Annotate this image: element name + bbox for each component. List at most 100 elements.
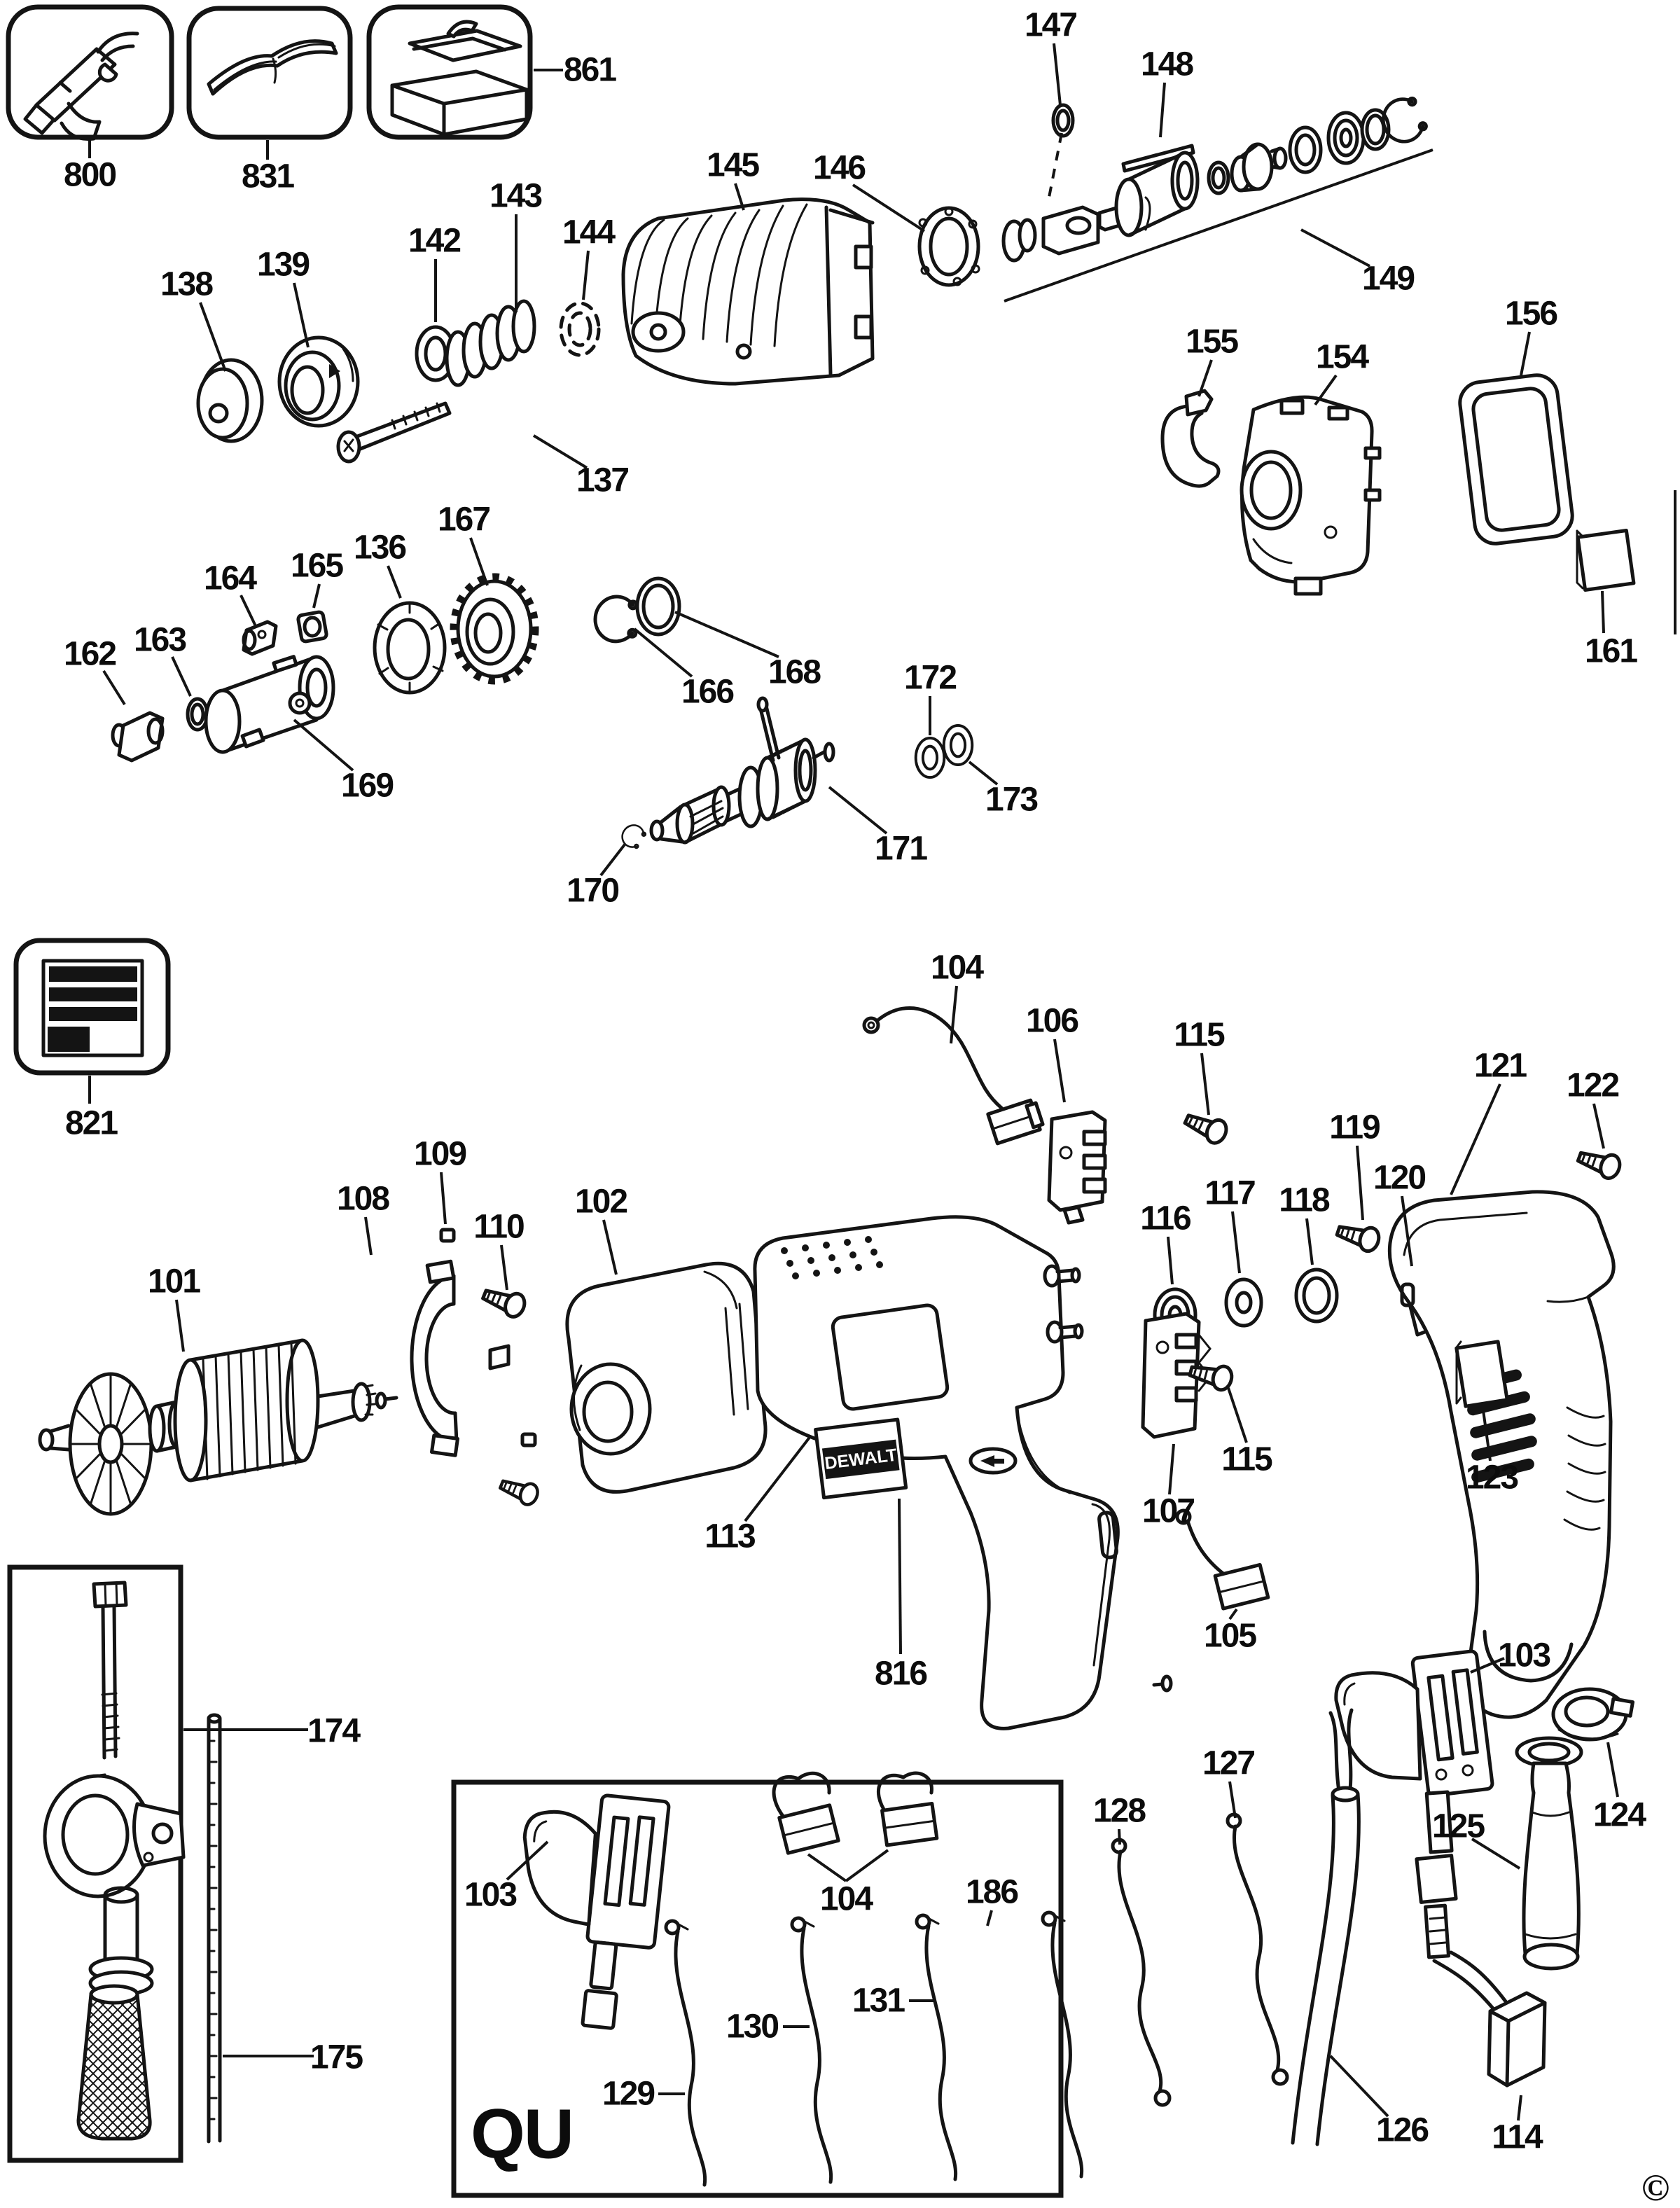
screw-119 [1335,1218,1382,1254]
part-label-121-35: 121 [1473,1047,1527,1085]
leader-line [1517,2095,1522,2121]
leader-line [744,1434,812,1522]
leader-line [239,595,258,628]
part-label-109-37: 109 [413,1135,467,1173]
part-label-114-59: 114 [1492,2118,1543,2156]
part-label-113-47: 113 [704,1518,756,1555]
part-label-154-10: 154 [1315,338,1369,376]
gear-case-145 [621,197,875,386]
side-handle-box [7,1564,183,2163]
leader-line [633,627,693,678]
leader-line [734,183,745,211]
part-label-149-7: 149 [1361,260,1415,298]
roll-pin-148 [1121,144,1195,173]
brush-holder-106 [1047,1110,1107,1225]
part-label-108-38: 108 [336,1180,390,1218]
motor-housing-113 [753,1215,1173,1730]
part-label-139-13: 139 [256,246,310,284]
cord-protector-114 [1432,1950,1547,2088]
leader-line [1482,1410,1492,1461]
fan-baffle-108 [410,1259,511,1457]
leader-line [102,669,126,706]
part-label-119-42: 119 [1329,1109,1380,1146]
part-label-130-66: 130 [726,2008,779,2046]
part-label-167-21: 167 [437,501,491,539]
leader-line [852,183,926,232]
leader-line [845,1849,889,1882]
service-pack-box [451,1779,1064,2198]
part-label-148-4: 148 [1140,46,1194,83]
part-label-116-46: 116 [1140,1200,1191,1237]
part-label-800-0: 800 [63,156,117,194]
part-label-117-44: 117 [1205,1174,1256,1212]
part-label-173-28: 173 [985,781,1039,819]
washer-173 [942,723,974,767]
leader-line [171,656,192,697]
part-label-136-20: 136 [353,529,407,567]
power-cord-126 [1291,1708,1361,2146]
leader-line [1470,1657,1505,1674]
circlip-166 [592,593,641,645]
nut-109b [520,1432,537,1447]
ratchet-plate-136 [373,601,447,695]
leader-line [828,786,888,835]
kit-box-manual [186,6,353,140]
leader-line [293,718,354,772]
spindle-barrel-group-149 [1001,95,1429,263]
leader-line [950,985,958,1044]
screw-115a [1182,1107,1230,1146]
detent-pin-162 [111,711,165,763]
ring-168 [635,576,681,637]
screw-122 [1576,1144,1623,1181]
ratchet-gear-167 [450,573,539,685]
leader-line [1227,1387,1248,1443]
part-label-172-27: 172 [903,659,957,697]
leader-line [1200,1053,1210,1116]
cord-clamp-124 [1551,1687,1635,1742]
wire-130 [792,1918,831,2182]
part-label-146-6: 146 [812,149,866,187]
spring-143 [445,299,536,387]
leader-line [293,282,310,348]
washer-144 [559,301,601,357]
leader-line [1197,359,1213,397]
part-label-166-22: 166 [681,673,735,711]
part-label-106-33: 106 [1025,1002,1079,1040]
nameplate-816: DEWALT [814,1417,908,1500]
part-label-122-36: 122 [1566,1067,1620,1104]
part-label-102-40: 102 [574,1183,628,1221]
armature-101 [38,1338,398,1516]
kit-box-grease-gun [6,4,174,141]
leader-line [440,1172,447,1225]
brush-set-104-boxed [772,1771,939,1855]
part-label-145-5: 145 [706,146,760,184]
leader-line [506,1840,549,1881]
part-label-103-62: 103 [464,1876,518,1914]
leader-line [1601,590,1605,634]
part-label-131-65: 131 [852,1982,905,2020]
leader-line [1053,43,1062,106]
part-label-125-55: 125 [1431,1807,1485,1845]
part-label-128-57: 128 [1092,1792,1146,1830]
screw-110b [498,1473,541,1507]
part-label-186-64: 186 [965,1873,1019,1911]
part-label-120-43: 120 [1373,1159,1426,1197]
bearing-housing-154 [1240,395,1382,596]
leader-line [599,843,626,877]
leader-line [1592,1103,1605,1149]
side-handle-174 [43,1581,186,2141]
part-label-127-56: 127 [1202,1744,1256,1782]
part-label-105-52: 105 [1203,1617,1257,1655]
lead-wire-105 [1175,1508,1270,1611]
qu-marking: QU [471,2095,574,2174]
leader-line [199,302,227,372]
jumper-wire-127 [1226,1812,1289,2086]
leader-line [175,1299,185,1352]
leader-line [1168,1443,1175,1495]
field-stator-102 [565,1261,768,1494]
leader-line [1300,228,1370,268]
oring-147 [1053,105,1073,136]
part-label-144-16: 144 [562,214,616,251]
pin-164 [242,620,278,656]
